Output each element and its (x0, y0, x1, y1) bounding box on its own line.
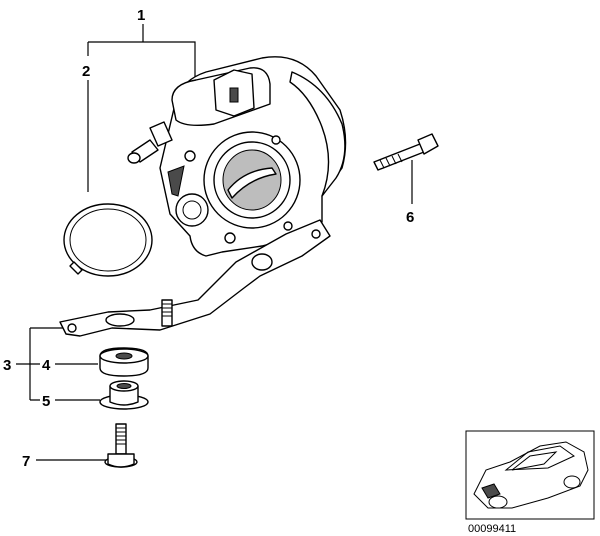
bracket-stud (161, 299, 173, 327)
stud-thread (162, 303, 172, 317)
bracket (59, 219, 331, 337)
ring-inner (69, 208, 147, 272)
ring-clasp (69, 261, 83, 275)
connector-pin (229, 87, 239, 103)
side-port-inner (182, 200, 202, 220)
bracket-hole-2 (251, 253, 273, 271)
mount-hole-3 (271, 135, 281, 145)
throttle-lever (167, 165, 185, 197)
reference-number: 00099411 (468, 523, 516, 535)
car-wheel-rear (563, 475, 581, 489)
car-engine-mark (481, 483, 501, 499)
hex-bolt-thread (116, 427, 126, 445)
ring-outer (63, 203, 153, 277)
callout-5: 5 (42, 393, 50, 410)
mount-hole-1 (184, 150, 196, 162)
leader-1 (87, 24, 196, 84)
callout-labels: 1 2 3 4 5 6 7 (3, 7, 414, 470)
nipple-end (127, 152, 141, 164)
long-bolt (373, 133, 439, 171)
throttle-body (127, 56, 347, 257)
callout-7: 7 (22, 453, 30, 470)
vehicle-thumbnail (465, 430, 595, 520)
bracket-plate (59, 219, 331, 337)
throttle-plate (227, 167, 277, 199)
car-wheel-front (488, 495, 508, 509)
sleeve-hole (116, 383, 132, 389)
side-port (175, 193, 209, 227)
rubber-mount (99, 347, 149, 377)
hex-bolt (104, 423, 138, 468)
callout-4: 4 (42, 357, 51, 374)
ring-clamp (63, 203, 153, 277)
callout-1: 1 (137, 7, 145, 24)
mount-hole-2 (224, 232, 236, 244)
spacer-sleeve (99, 380, 149, 410)
bracket-hole (105, 313, 135, 327)
callout-2: 2 (82, 63, 90, 80)
mount-hole (115, 352, 133, 360)
bolt-thread (379, 153, 403, 169)
mount-hole-4 (283, 221, 293, 231)
callout-3: 3 (3, 357, 11, 374)
hex-bolt-head (107, 453, 135, 468)
right-flange (289, 71, 346, 197)
leader-lines (16, 24, 413, 461)
car-roof (504, 445, 575, 471)
car-body (473, 441, 589, 509)
bracket-hole-4 (67, 323, 77, 333)
bracket-hole-3 (311, 229, 321, 239)
car-window (511, 451, 558, 471)
bolt-head (417, 133, 439, 155)
callout-6: 6 (406, 209, 414, 226)
